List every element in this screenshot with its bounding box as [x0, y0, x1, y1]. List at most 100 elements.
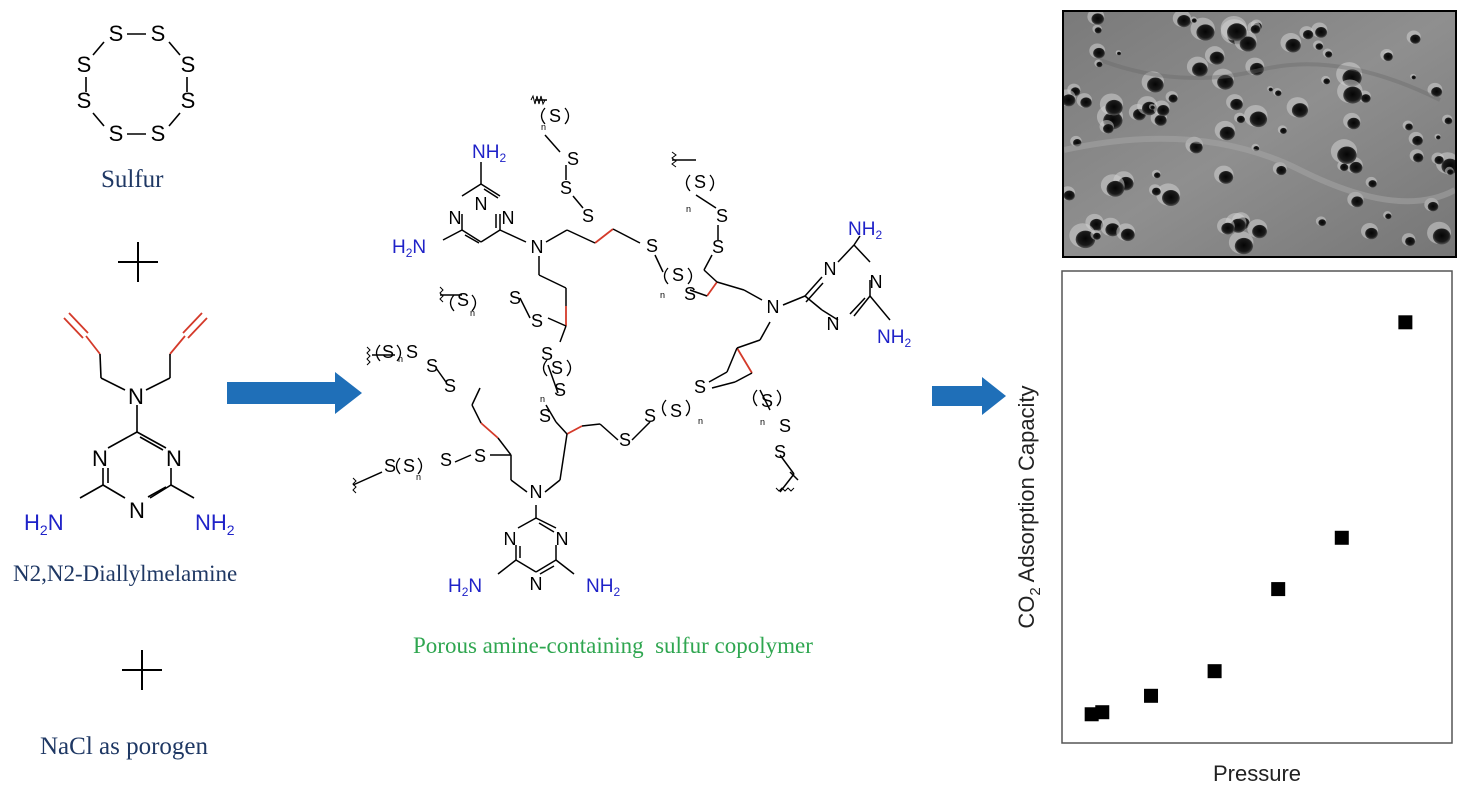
repeat-n: n — [541, 122, 546, 132]
sulfur-atom: S — [109, 121, 124, 146]
nitrogen-atom: N — [502, 208, 515, 228]
amine-group: NH2 — [848, 219, 882, 242]
sulfur-atom: S — [619, 430, 631, 450]
sulfur-atom: S — [694, 172, 706, 192]
nitrogen-atom: N — [531, 237, 544, 257]
product-label: Porous amine-containing sulfur copolymer — [413, 633, 813, 658]
sem-pore — [1337, 146, 1357, 164]
sem-pore — [1189, 141, 1203, 154]
sem-pore — [1221, 222, 1235, 235]
sem-pores — [1064, 12, 1455, 255]
sulfur-atom: S — [181, 88, 196, 113]
sem-pore — [1150, 105, 1155, 110]
sulfur-atom: S — [181, 52, 196, 77]
sulfur-atom: S — [151, 21, 166, 46]
scatter-point — [1207, 664, 1222, 679]
sem-pore — [1217, 74, 1234, 90]
sem-pore — [1315, 43, 1324, 51]
nitrogen-atom: N — [824, 259, 837, 279]
sem-pore — [1405, 236, 1416, 247]
sem-pore — [1191, 18, 1197, 23]
chart-frame — [1061, 270, 1453, 744]
sem-pore — [1252, 224, 1267, 239]
nitrogen-atom: N — [556, 529, 569, 549]
sem-pore — [1064, 94, 1076, 107]
nitrogen-atom: N — [92, 446, 108, 471]
sulfur-atom: S — [403, 456, 415, 476]
sulfur-atom: S — [716, 206, 728, 226]
amine-group: NH2 — [586, 576, 620, 599]
sem-pore — [1089, 218, 1104, 231]
sem-pore — [1230, 98, 1243, 111]
nitrogen-atom: N — [449, 208, 462, 228]
nitrogen-atom: N — [530, 574, 543, 594]
sem-pore — [1234, 237, 1253, 255]
sem-pore — [1239, 36, 1257, 52]
amine-group: NH2 — [472, 142, 506, 165]
repeat-n: n — [540, 394, 545, 404]
repeat-n: n — [416, 472, 421, 482]
repeat-n: n — [470, 308, 475, 318]
repeat-n: n — [760, 417, 765, 427]
sem-pore — [1285, 38, 1301, 53]
sulfur-atom: S — [549, 106, 561, 126]
amine-group: NH2 — [195, 510, 235, 538]
monomer-label: N2,N2-Diallylmelamine — [13, 561, 238, 586]
porogen-label: NaCl as porogen — [40, 733, 209, 760]
sem-pore — [1064, 190, 1075, 201]
sulfur-atom: S — [440, 450, 452, 470]
sem-pore — [1092, 232, 1101, 240]
nitrogen-atom: N — [767, 297, 780, 317]
sulfur-atom: S — [712, 237, 724, 257]
sulfur-atom: S — [509, 288, 521, 308]
sulfur-atom: S — [406, 342, 418, 362]
sem-pore — [1177, 14, 1191, 28]
sem-pore — [1154, 114, 1167, 126]
sulfur-atom: S — [457, 290, 469, 310]
sem-pore — [1080, 97, 1092, 108]
sem-pore — [1434, 156, 1444, 165]
sem-pore — [1385, 213, 1392, 220]
repeat-n: n — [660, 290, 665, 300]
result-arrow — [932, 377, 1006, 415]
sem-pore — [1249, 111, 1268, 128]
scatter-point — [1334, 530, 1349, 545]
sem-pore — [1347, 117, 1361, 130]
sem-pore — [1157, 105, 1170, 116]
sem-pore — [1227, 23, 1247, 41]
nitrogen-atom: N — [870, 272, 883, 292]
sem-pore — [1325, 51, 1333, 58]
sem-pore — [1236, 115, 1245, 124]
sem-pore — [1323, 78, 1331, 85]
sem-pore — [1365, 227, 1378, 240]
sulfur-atom: S — [554, 380, 566, 400]
sulfur-atom: S — [684, 284, 696, 304]
sem-pore — [1315, 26, 1328, 38]
nitrogen-atom: N — [530, 482, 543, 502]
sem-pore — [1218, 170, 1234, 184]
sem-pore — [1196, 24, 1215, 41]
scatter-point — [1095, 705, 1110, 720]
scatter-point — [1271, 582, 1286, 597]
sem-pore — [1361, 94, 1371, 103]
nitrogen-atom: N — [475, 194, 488, 214]
sulfur-atom: S — [560, 178, 572, 198]
sem-pore — [1151, 187, 1161, 196]
amine-group: H2N — [448, 576, 482, 599]
sulfur-atom: S — [551, 358, 563, 378]
sulfur-atom: S — [382, 342, 394, 362]
sem-pore — [1249, 62, 1264, 76]
sem-pore — [1291, 103, 1309, 118]
sem-pore — [1413, 153, 1424, 163]
sulfur-atom: S — [694, 377, 706, 397]
sulfur-atom: S — [539, 406, 551, 426]
nitrogen-atom: N — [166, 446, 182, 471]
nitrogen-atom: N — [129, 498, 145, 523]
repeat-n: n — [398, 354, 403, 364]
sulfur-atom: S — [582, 206, 594, 226]
sulfur-ring-structure: S S S S S S S S — [77, 21, 196, 146]
nitrogen-atom: N — [128, 384, 144, 409]
sem-pore — [1383, 52, 1393, 62]
sem-pore — [1230, 218, 1247, 233]
sulfur-atom: S — [761, 391, 773, 411]
